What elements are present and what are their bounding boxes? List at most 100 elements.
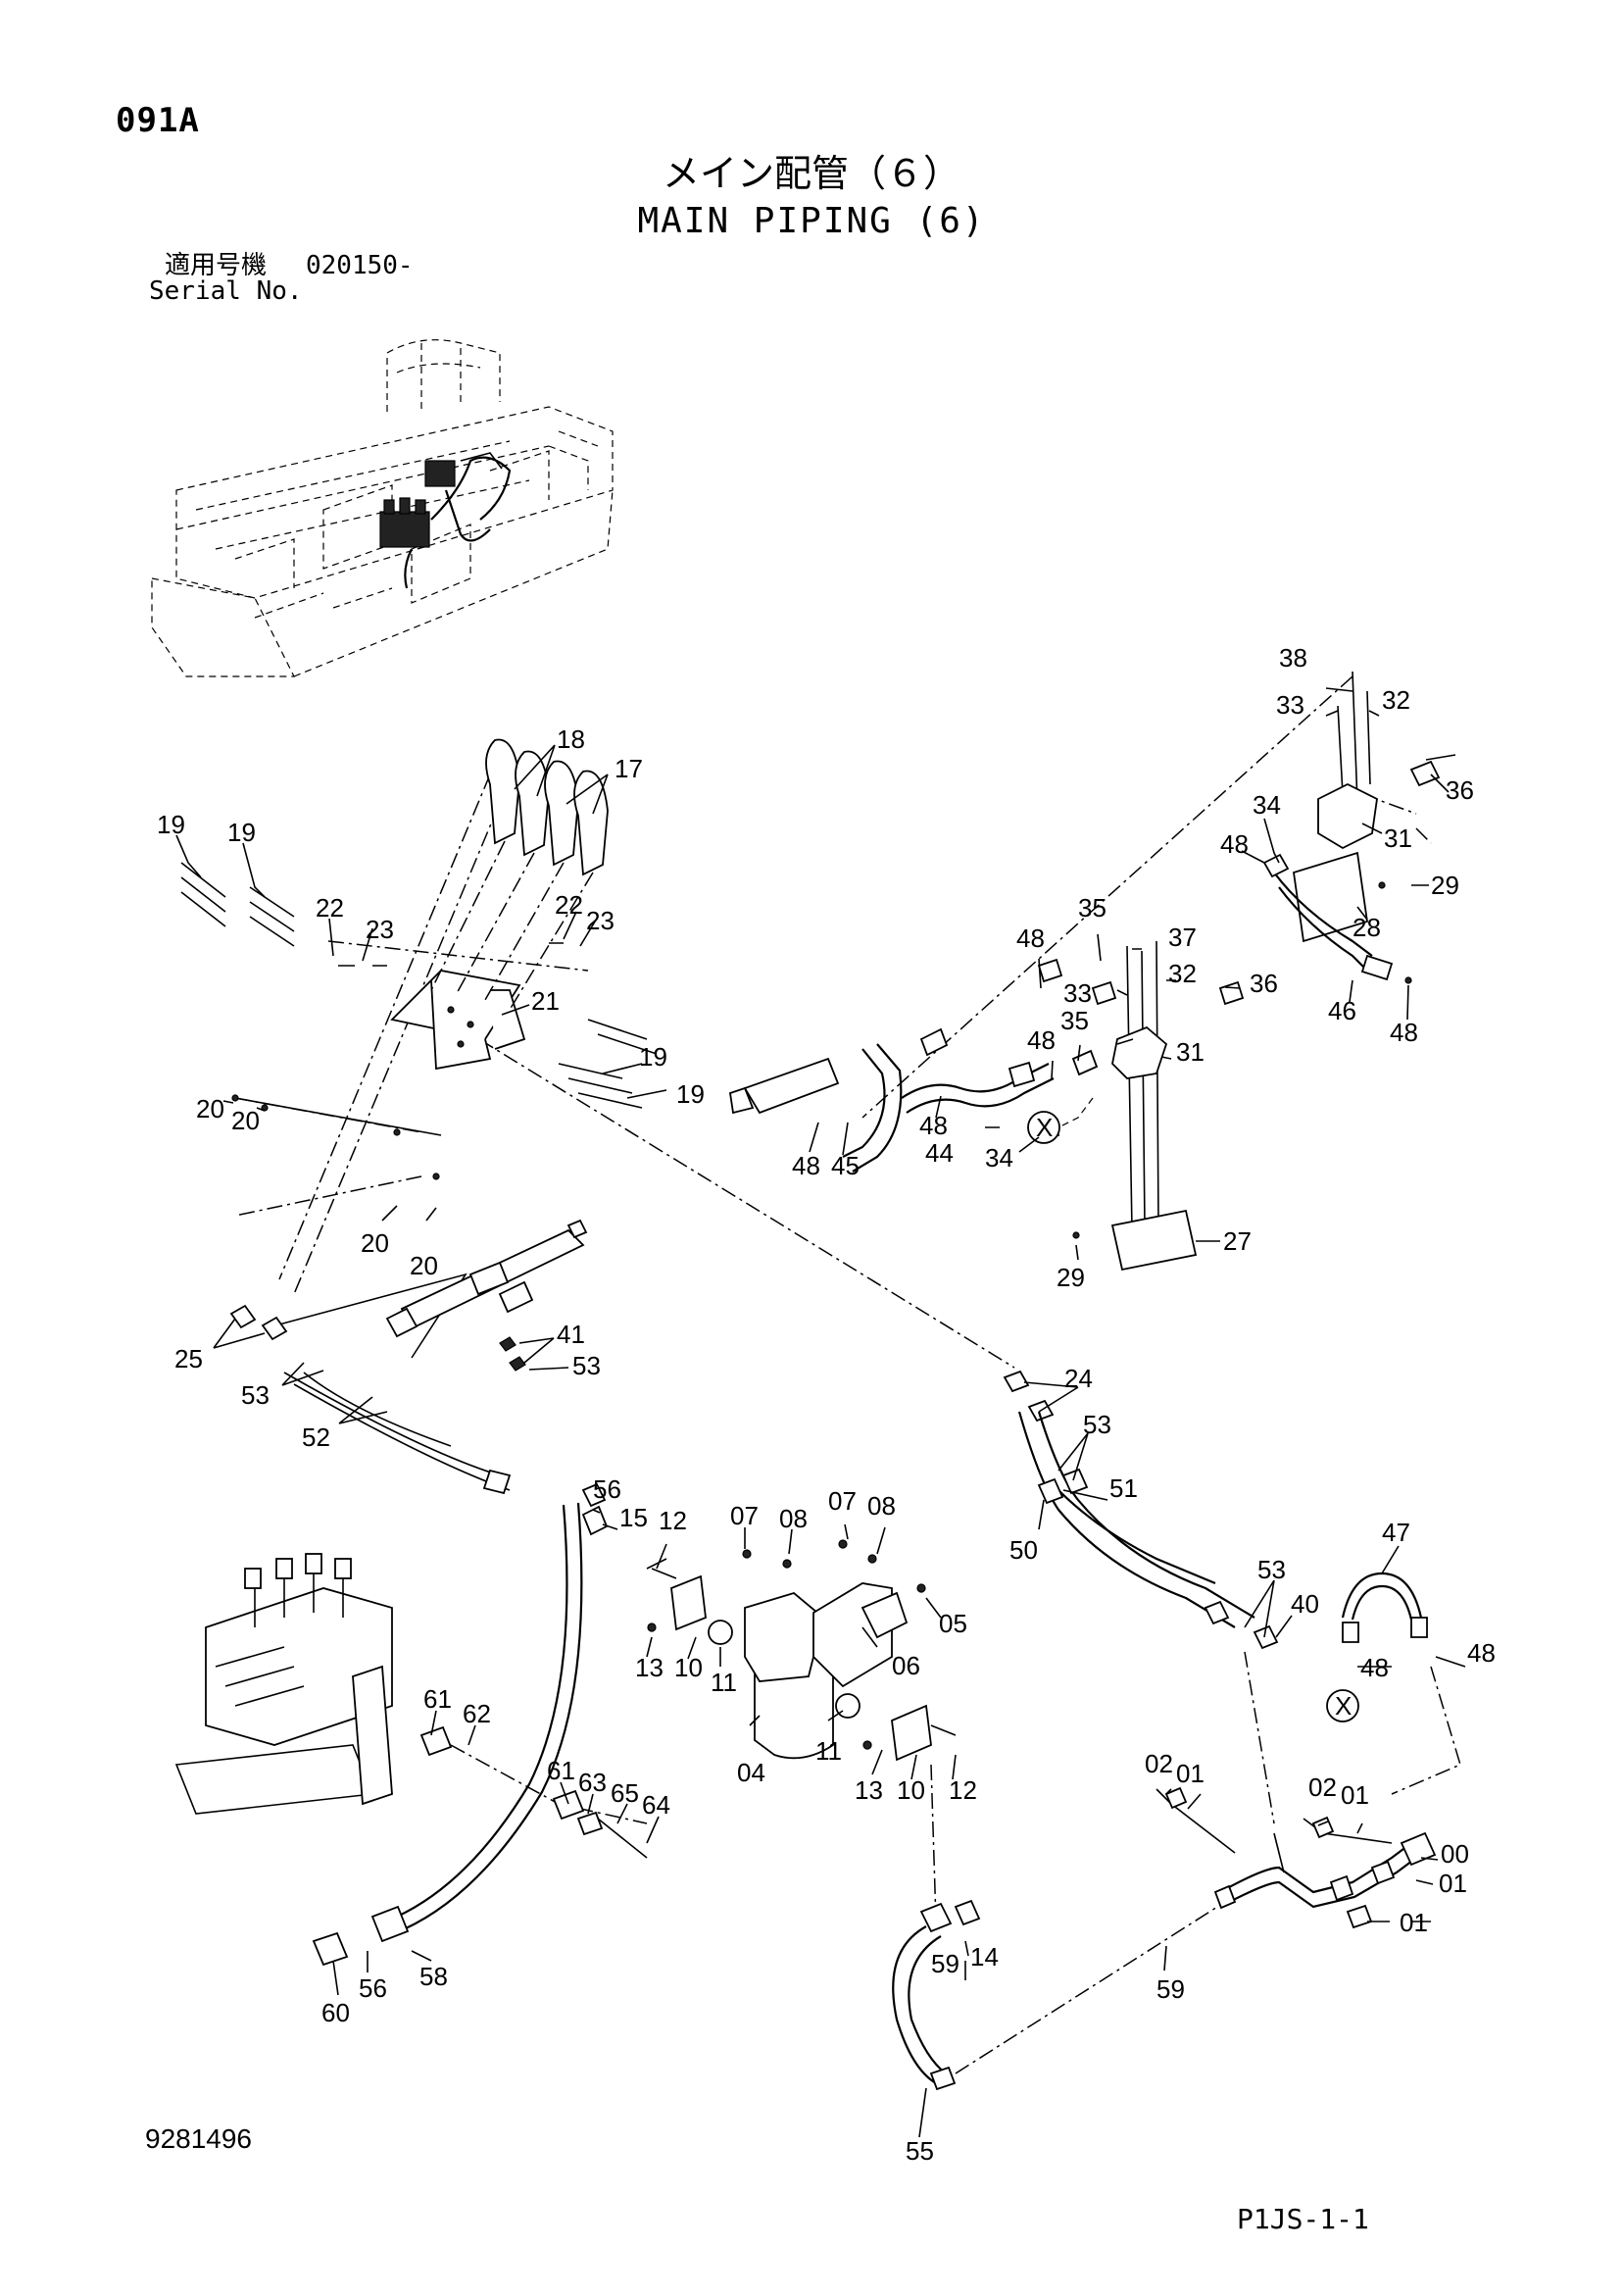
callout-28: 28 [1352,913,1381,942]
callout-14: 14 [970,1942,999,1972]
callout-36: 36 [1250,969,1278,998]
pilot-valve-bracket-assembly [180,738,1015,1495]
machine-overview-illustration [151,339,614,677]
callout-59: 59 [1156,1974,1185,2004]
callout-labels: 18 17 19 19 22 23 22 23 21 19 19 20 20 2… [157,643,1496,2166]
callout-08: 08 [867,1491,896,1521]
callout-53: 53 [572,1351,601,1380]
callout-65: 65 [611,1778,639,1808]
callout-00: 00 [1441,1839,1469,1869]
callout-44: 44 [925,1138,954,1168]
callout-24: 24 [1064,1364,1093,1393]
callout-48: 48 [792,1151,820,1180]
callout-48: 48 [1027,1025,1056,1055]
callout-20: 20 [196,1094,224,1123]
callout-01: 01 [1176,1759,1205,1788]
drawing-number: 9281496 [145,2123,253,2154]
callout-64: 64 [642,1790,670,1820]
callout-20: 20 [361,1228,389,1258]
callout-34: 34 [1253,790,1281,820]
callout-31: 31 [1176,1037,1205,1067]
callout-48: 48 [1016,923,1045,953]
callout-05: 05 [939,1609,967,1638]
callout-11: 11 [815,1736,842,1766]
serial-label-english: Serial No. [149,276,303,306]
upper-right-valve-assembly [728,671,1456,1272]
callout-33: 33 [1063,978,1092,1008]
callout-41: 41 [557,1320,585,1349]
callout-01: 01 [1400,1908,1428,1937]
callout-32: 32 [1382,685,1410,715]
callout-55: 55 [906,2136,934,2166]
callout-38: 38 [1279,643,1307,673]
callout-35: 35 [1060,1006,1089,1035]
callout-18: 18 [557,724,585,754]
callout-61: 61 [423,1684,452,1714]
filter-assembly [646,1539,957,1922]
callout-07: 07 [730,1501,759,1530]
page-code: 091A [116,101,200,140]
callout-48: 48 [1220,829,1249,859]
callout-29: 29 [1431,871,1459,900]
right-hose-group [1003,1370,1461,1824]
callout-21: 21 [531,986,560,1016]
callout-53: 53 [1257,1555,1286,1584]
callout-13: 13 [855,1775,883,1805]
callout-22: 22 [316,893,344,923]
callout-47: 47 [1382,1518,1410,1547]
callout-x-marker: X [1036,1113,1053,1142]
callout-01: 01 [1439,1869,1467,1898]
callout-35: 35 [1078,893,1107,923]
callout-22: 22 [555,890,583,920]
callout-53: 53 [1083,1410,1111,1439]
callout-36: 36 [1446,775,1474,805]
highlighted-valve-assembly [379,452,512,589]
lower-right-piping [892,1786,1437,2091]
callout-58: 58 [419,1962,448,1991]
callout-31: 31 [1384,824,1412,853]
callout-10: 10 [897,1775,925,1805]
callout-02: 02 [1145,1749,1173,1778]
callout-56: 56 [359,1973,387,2003]
callout-17: 17 [615,754,643,783]
callout-10: 10 [674,1653,703,1682]
callout-62: 62 [463,1699,491,1728]
callout-34: 34 [985,1143,1013,1173]
callout-48: 48 [919,1111,948,1140]
callout-63: 63 [578,1768,607,1797]
callout-23: 23 [586,906,615,935]
callout-01: 01 [1341,1780,1369,1810]
callout-37: 37 [1168,923,1197,952]
serial-number-value: 020150- [306,251,414,280]
callout-27: 27 [1223,1226,1252,1256]
callout-40: 40 [1291,1589,1319,1619]
callout-04: 04 [737,1758,765,1787]
callout-50: 50 [1009,1535,1038,1565]
callout-x-marker: X [1335,1691,1352,1721]
callout-19: 19 [676,1079,705,1109]
callout-11: 11 [711,1668,737,1697]
callout-48: 48 [1467,1638,1496,1668]
callout-19: 19 [639,1042,667,1072]
callout-52: 52 [302,1423,330,1452]
callout-53: 53 [241,1380,270,1410]
page-title-english: MAIN PIPING (6) [637,201,986,241]
callout-07: 07 [828,1486,857,1516]
callout-20: 20 [410,1251,438,1280]
callout-02: 02 [1308,1772,1337,1802]
callout-12: 12 [949,1775,977,1805]
callout-48: 48 [1360,1653,1389,1682]
callout-23: 23 [366,915,394,944]
callout-56: 56 [593,1474,621,1504]
callout-13: 13 [635,1653,664,1682]
callout-19: 19 [227,818,256,847]
callout-29: 29 [1057,1263,1085,1292]
leader-lines [175,687,1466,2138]
callout-12: 12 [659,1506,687,1535]
control-valve-illustration [174,1553,648,1859]
callout-20: 20 [231,1106,260,1135]
callout-51: 51 [1109,1473,1138,1503]
callout-33: 33 [1276,690,1304,720]
callout-08: 08 [779,1504,808,1533]
